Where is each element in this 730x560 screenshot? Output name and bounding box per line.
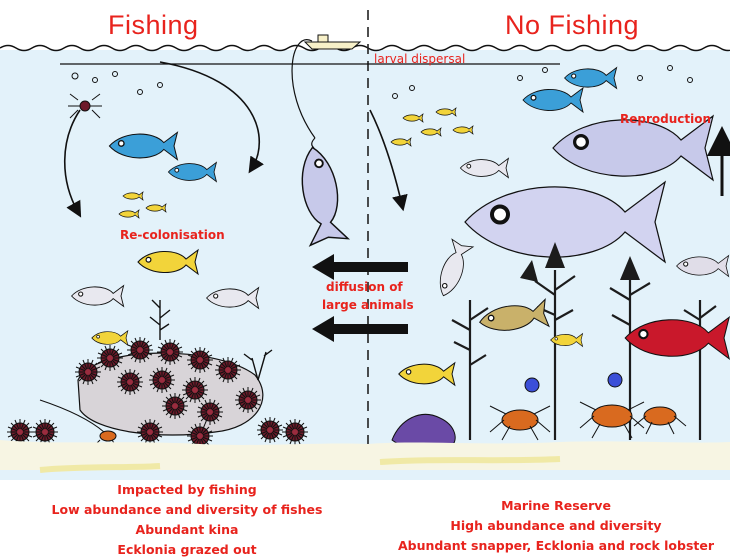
caption-no-fishing-line: Abundant snapper, Ecklonia and rock lobs… [390, 536, 722, 556]
label-recolonisation: Re-colonisation [120, 228, 225, 242]
seafloor-left [0, 440, 368, 470]
caption-fishing-line: Ecklonia grazed out [22, 540, 352, 560]
caption-no-fishing-line: Marine Reserve [390, 496, 722, 516]
label-larval-dispersal: larval dispersal [374, 52, 465, 66]
caption-fishing-line: Abundant kina [22, 520, 352, 540]
boat-icon [305, 35, 360, 49]
label-reproduction: Reproduction [620, 112, 711, 126]
title-fishing: Fishing [108, 10, 199, 41]
water-surface [0, 46, 730, 51]
label-diffusion-line2: large animals [322, 298, 414, 312]
caption-fishing-line: Impacted by fishing [22, 480, 352, 500]
seafloor-right [368, 441, 730, 470]
caption-no-fishing: Marine Reserve High abundance and divers… [390, 496, 722, 556]
caption-no-fishing-line: High abundance and diversity [390, 516, 722, 536]
label-diffusion-line1: diffusion of [326, 280, 403, 294]
title-no-fishing: No Fishing [505, 10, 639, 41]
caption-fishing-line: Low abundance and diversity of fishes [22, 500, 352, 520]
caption-fishing: Impacted by fishing Low abundance and di… [22, 480, 352, 560]
